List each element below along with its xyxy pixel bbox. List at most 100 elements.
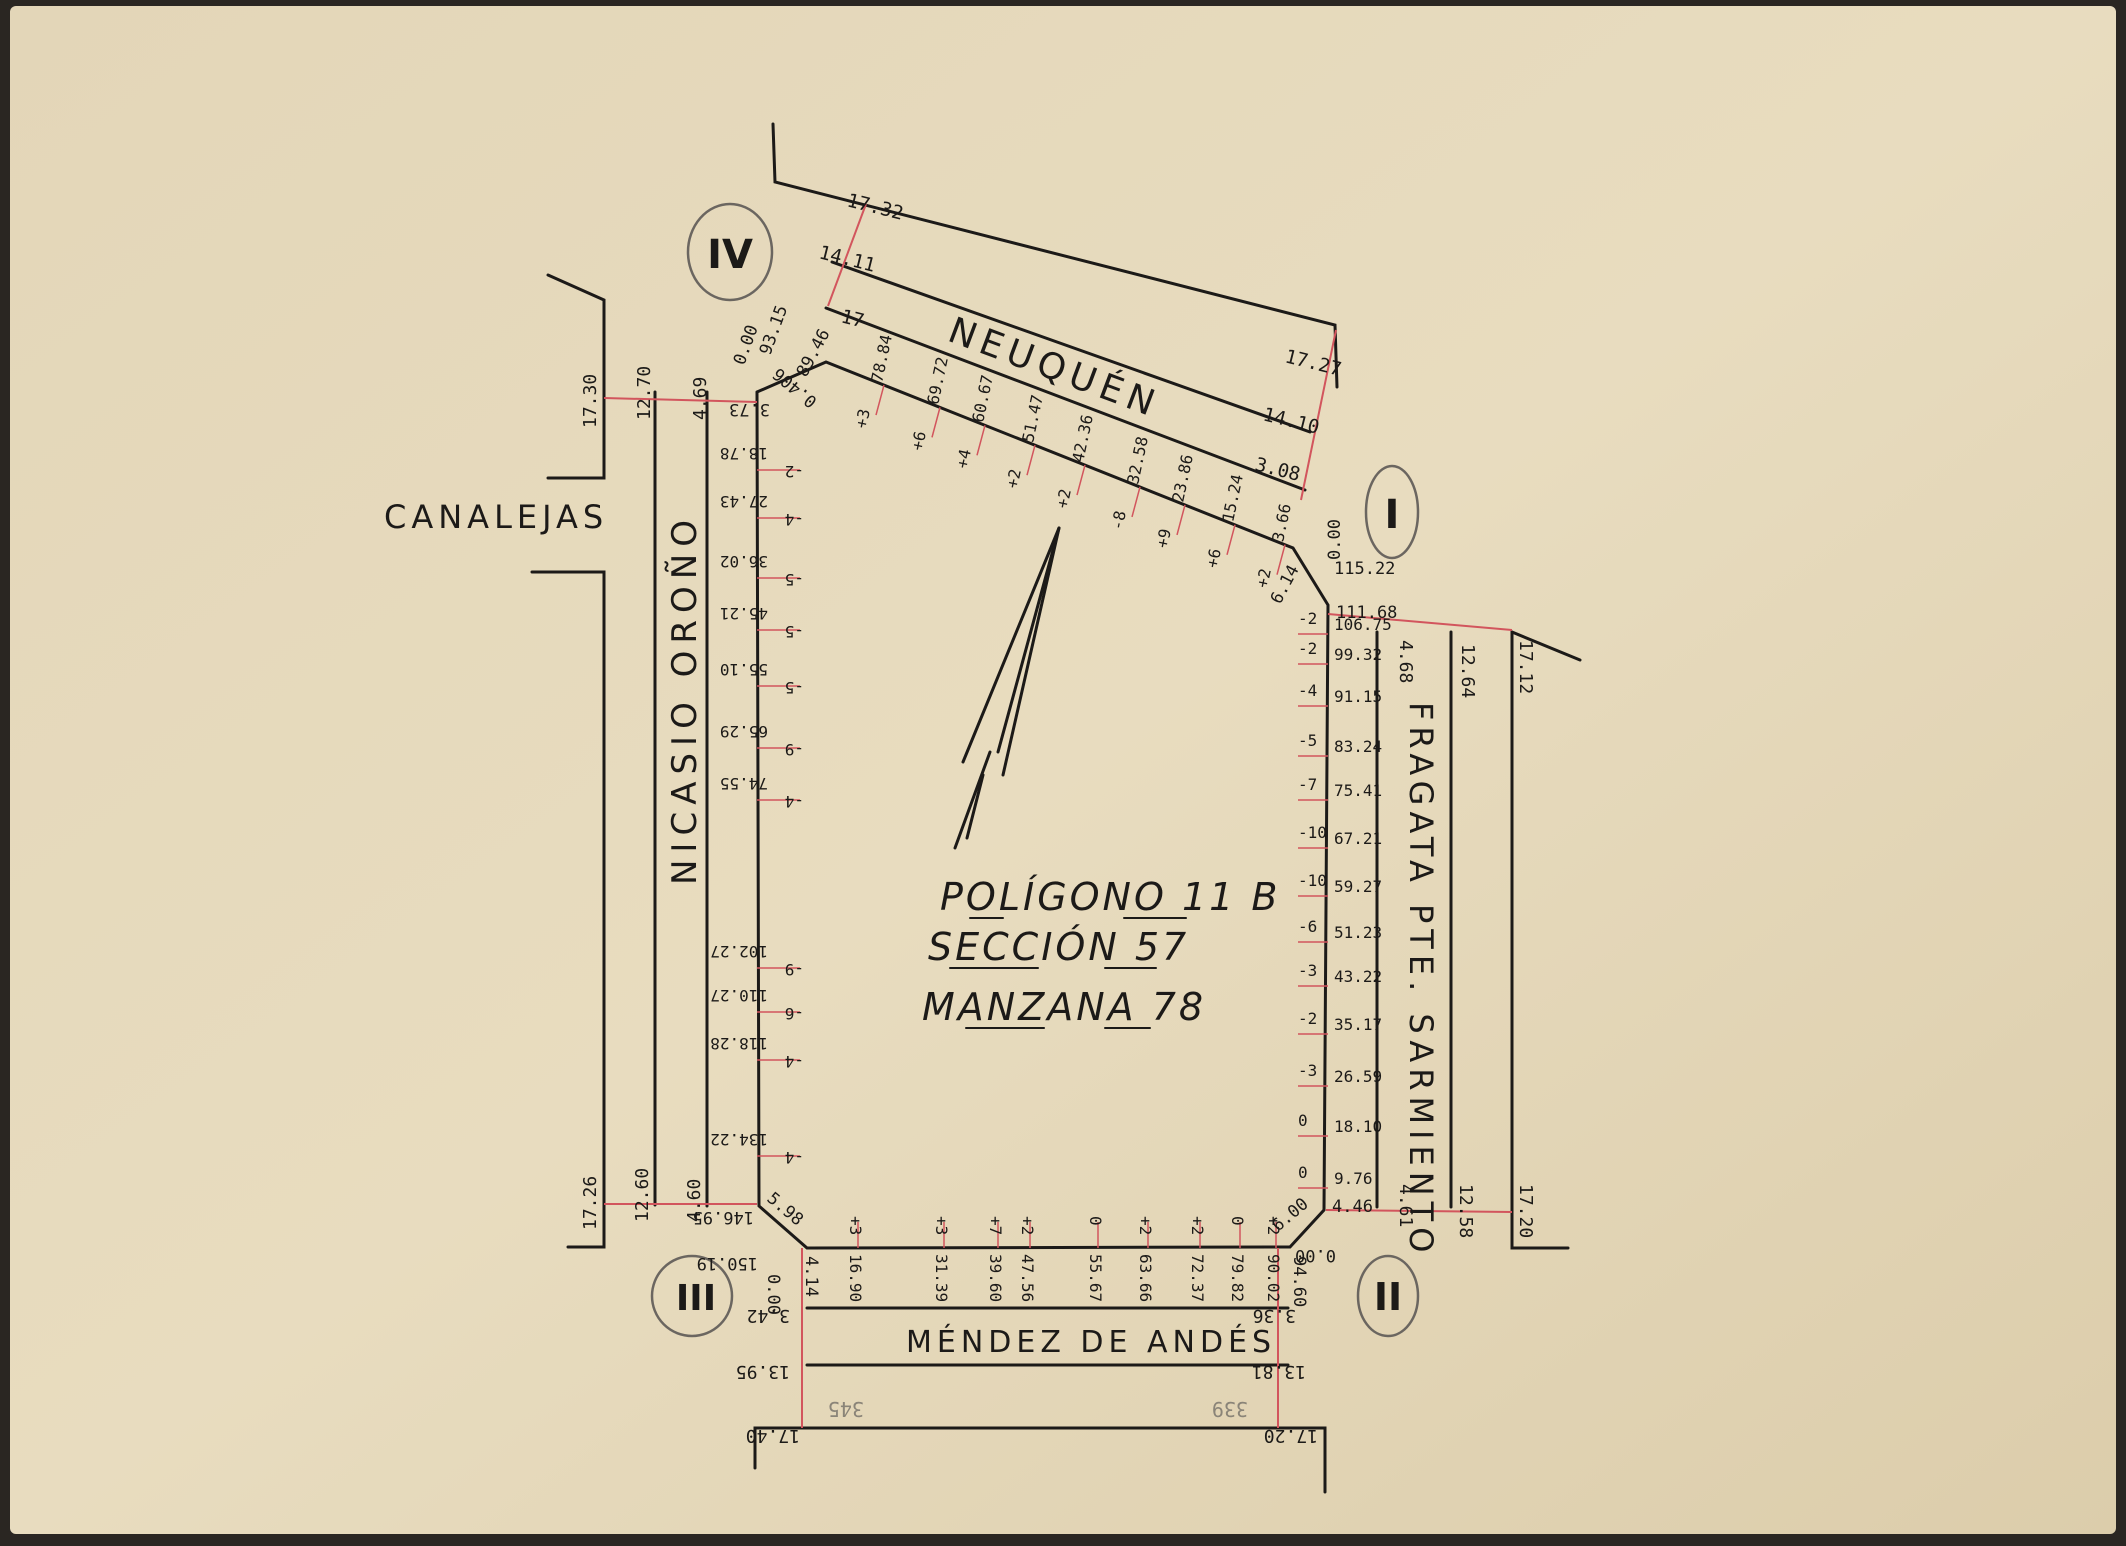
vertex-iv-circle — [686, 202, 774, 302]
right-dist-2: 91.15 — [1334, 687, 1382, 706]
right-offset-6: -10 — [1298, 871, 1327, 890]
mendez-outer-line — [753, 1426, 1327, 1494]
right-bot-mid: 12.58 — [1455, 1184, 1476, 1238]
north-arrow-tail — [953, 750, 992, 850]
bottom-left-inner: 3.42 — [747, 1305, 790, 1326]
block-outline — [755, 360, 1330, 1250]
red-top-left — [827, 203, 867, 307]
left-offset-5: -9 — [785, 740, 804, 759]
top-offset-2: +4 — [952, 447, 975, 470]
right-offset-7: -6 — [1298, 917, 1317, 936]
bottom-offset-4: 0 — [1086, 1216, 1105, 1226]
right-offset-1: -2 — [1298, 639, 1317, 658]
right-offset-9: -2 — [1298, 1009, 1317, 1028]
left-dist-10: 134.22 — [710, 1130, 768, 1149]
left-offset-6: -4 — [785, 792, 804, 811]
bottom-offset-6: +2 — [1188, 1216, 1207, 1235]
vertex-iii-circle — [650, 1254, 734, 1338]
mendez-widths: 3.42 3.36 13.95 13.81 17.40 17.20 345 33… — [736, 1305, 1318, 1446]
canalejas-lower-corner — [530, 570, 606, 1249]
right-offset-2: -4 — [1298, 681, 1317, 700]
left-bot-inner: 4.60 — [684, 1179, 705, 1222]
bottom-dist-7: 79.82 — [1228, 1254, 1247, 1302]
right-offset-10: -3 — [1298, 1061, 1317, 1080]
top-offset-6: +9 — [1152, 527, 1175, 550]
left-dist-6: 74.55 — [720, 774, 768, 793]
left-offset-2: -5 — [785, 570, 804, 589]
left-dist-8: 110.27 — [710, 986, 768, 1005]
vertex-iii-label: III — [676, 1278, 716, 1319]
top-tick-8 — [1276, 544, 1286, 575]
neuquen-inner-left: 17 — [839, 306, 867, 333]
vertex-iv-label: IV — [707, 232, 753, 278]
pencil-note-b: 339 — [1212, 1397, 1248, 1421]
right-dist-3: 83.24 — [1334, 737, 1382, 756]
right-offset-8: -3 — [1298, 961, 1317, 980]
top-offset-5: -8 — [1107, 509, 1130, 532]
iii-c: 4.14 — [801, 1256, 821, 1297]
left-dist-0: 18.78 — [720, 444, 768, 463]
top-tick-4 — [1076, 464, 1086, 496]
red-left-top — [603, 397, 758, 403]
block-title: POLÍGONO 11 B SECCIÓN 57 MANZANA 78 — [922, 875, 1277, 1029]
right-dist-8: 43.22 — [1334, 967, 1382, 986]
left-top-mid: 12.70 — [634, 366, 655, 420]
bottom-dist-0: 16.90 — [846, 1254, 865, 1302]
left-offset-0: -2 — [785, 462, 804, 481]
canalejas-upper-corner — [546, 273, 606, 480]
bottom-left-outer: 17.40 — [746, 1425, 800, 1446]
right-offset-4: -7 — [1298, 775, 1317, 794]
right-top-inner: 4.68 — [1395, 640, 1416, 683]
right-top-mid: 12.64 — [1457, 644, 1478, 698]
iii-a: 150.19 — [697, 1253, 758, 1273]
pencil-note-a: 345 — [828, 1397, 864, 1421]
iii-b: 146.95 — [693, 1207, 754, 1227]
sarmiento-outer-line — [1510, 629, 1582, 1250]
street-linework — [530, 122, 1582, 1494]
bottom-left-mid: 13.95 — [736, 1361, 790, 1382]
top-tick-2 — [976, 425, 986, 456]
bottom-right-outer: 17.20 — [1264, 1425, 1318, 1446]
title-seccion: SECCIÓN 57 — [928, 925, 1189, 969]
right-dist-11: 18.10 — [1334, 1117, 1382, 1136]
left-dist-7: 102.27 — [710, 942, 768, 961]
i-a: 115.22 — [1334, 559, 1395, 579]
bottom-offset-5: +2 — [1136, 1216, 1155, 1235]
right-bot-outer: 17.20 — [1515, 1184, 1536, 1238]
right-offset-11: 0 — [1298, 1111, 1308, 1130]
vertex-markers: IV I II III — [650, 202, 1420, 1338]
left-offset-8: -6 — [785, 1004, 804, 1023]
right-offset-12: 0 — [1298, 1163, 1308, 1182]
left-dist-9: 118.28 — [710, 1034, 768, 1053]
top-offset-3: +2 — [1002, 467, 1025, 490]
right-top-outer: 17.12 — [1515, 640, 1536, 694]
right-dist-10: 26.59 — [1334, 1067, 1382, 1086]
left-offset-1: -4 — [785, 510, 804, 529]
left-top-outer: 17.30 — [580, 374, 601, 428]
bottom-dist-8: 90.02 — [1264, 1254, 1283, 1302]
top-offset-0: +3 — [851, 407, 874, 430]
orono-widths: 17.30 12.70 4.69 17.26 12.60 4.60 — [580, 366, 711, 1230]
right-bot-inner: 4.61 — [1395, 1184, 1416, 1227]
left-dist-1: 27.43 — [720, 492, 768, 511]
left-bot-outer: 17.26 — [580, 1176, 601, 1230]
bottom-offset-2: +7 — [986, 1216, 1005, 1235]
red-right-top — [1327, 613, 1513, 631]
top-tick-6 — [1176, 504, 1186, 536]
left-offset-3: -5 — [785, 622, 804, 641]
bottom-right-mid: 13.81 — [1252, 1361, 1306, 1382]
left-dist-4: 55.10 — [720, 660, 768, 679]
bottom-dist-1: 31.39 — [932, 1254, 951, 1302]
north-arrow-shaft-3 — [1001, 526, 1061, 777]
title-manzana: MANZANA 78 — [922, 985, 1206, 1029]
neuquen-mid-line — [830, 260, 1312, 434]
top-tick-3 — [1026, 444, 1036, 476]
right-offset-3: -5 — [1298, 731, 1317, 750]
ii-a: 94.60 — [1289, 1256, 1309, 1307]
bottom-offset-0: +3 — [846, 1216, 865, 1235]
right-dist-6: 59.27 — [1334, 877, 1382, 896]
red-right-bottom — [1325, 1209, 1513, 1213]
ii-zero: 0.00 — [1295, 1245, 1336, 1265]
bottom-dist-4: 55.67 — [1086, 1254, 1105, 1302]
vertex-ii-circle — [1356, 1254, 1420, 1338]
